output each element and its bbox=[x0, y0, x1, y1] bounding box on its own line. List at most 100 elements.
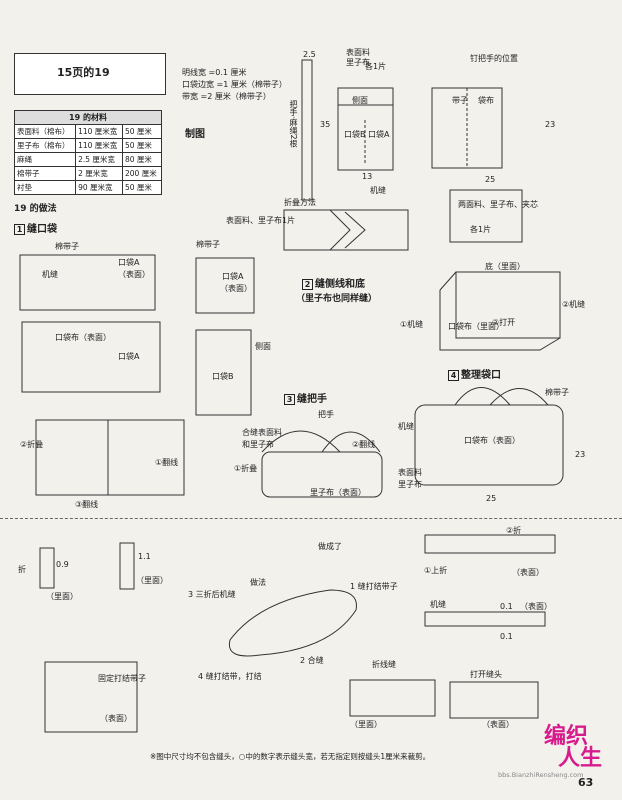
draft-label: 里子布 bbox=[346, 58, 370, 67]
b-label: 0.1 bbox=[500, 632, 513, 641]
material-name: 衬垫 bbox=[13, 180, 77, 195]
s1-label: 棉带子 bbox=[196, 240, 220, 249]
pocket-b-panel bbox=[195, 329, 252, 416]
method-title: 19 的做法 bbox=[14, 204, 57, 214]
b-label: （表面） bbox=[512, 568, 544, 577]
handle-strip-shape bbox=[301, 59, 313, 201]
step-label: 缝把手 bbox=[297, 394, 327, 405]
draft-label: 各1片 bbox=[365, 62, 387, 71]
s1-label: 口袋A bbox=[118, 352, 140, 361]
s4-label: 23 bbox=[575, 450, 586, 459]
materials-title: 19 的材料 bbox=[14, 110, 162, 125]
s3-label: 把手 bbox=[318, 410, 334, 419]
b-label: 固定打结带子 bbox=[98, 674, 146, 683]
s4-label: 表面料 bbox=[398, 468, 422, 477]
watermark-line: 编织 bbox=[543, 724, 588, 749]
b-label: 折线缝 bbox=[372, 660, 396, 669]
b-label: （里面） bbox=[136, 576, 168, 585]
s3-label: 里子布（表面） bbox=[310, 488, 366, 497]
dim-label: 2.5 bbox=[303, 50, 316, 59]
s3-label: 和里子布 bbox=[242, 440, 274, 449]
finished-bag-shape bbox=[414, 404, 564, 486]
strap-fold-shape bbox=[424, 534, 556, 554]
draft-label: 机缝 bbox=[370, 186, 386, 195]
pocket-a-panel bbox=[19, 254, 156, 311]
s1-label: 口袋B bbox=[212, 372, 234, 381]
s2-label: 底（里面） bbox=[485, 262, 525, 271]
b-label: 打开缝头 bbox=[470, 670, 502, 679]
step-number: 2 bbox=[302, 279, 313, 290]
material-length: 80 厘米 bbox=[122, 152, 162, 167]
s2-label: ②机缝 bbox=[562, 300, 586, 309]
b-label: （里面） bbox=[350, 720, 382, 729]
s1-label: 口袋A bbox=[118, 258, 140, 267]
b-label: 机缝 bbox=[430, 600, 446, 609]
tie-strip-shape bbox=[44, 661, 138, 733]
dim-label: 13 bbox=[362, 172, 373, 181]
b-label: ①上折 bbox=[424, 566, 448, 575]
material-width: 90 厘米宽 bbox=[75, 180, 123, 195]
dim-label: 25 bbox=[485, 175, 496, 184]
watermark-logo: 编织 人生 bbox=[544, 726, 602, 770]
footnote: ※图中尺寸均不包含缝头，○中的数字表示缝头宽，若无指定则按缝头1厘米来裁剪。 bbox=[150, 752, 431, 761]
cushion-shape bbox=[228, 589, 357, 657]
draft-label: 各1片 bbox=[470, 225, 492, 234]
s3-label: 合缝表面料 bbox=[242, 428, 282, 437]
title-box: 15页的19 bbox=[14, 53, 166, 95]
s1-label: ②折叠 bbox=[20, 440, 44, 449]
pocket-cloth-panel bbox=[21, 321, 161, 393]
watermark-line: 人生 bbox=[557, 746, 602, 771]
s1-label: ③翻线 bbox=[75, 500, 99, 509]
b-label: （里面） bbox=[46, 592, 78, 601]
b-label: ②折 bbox=[506, 526, 522, 535]
drafting-title: 制图 bbox=[185, 129, 205, 140]
s1-label: 侧面 bbox=[255, 342, 271, 351]
b-label: （表面） bbox=[520, 602, 552, 611]
b-label: 1.1 bbox=[138, 552, 151, 561]
draft-label: 口袋A bbox=[368, 130, 390, 139]
dim-label: 23 bbox=[545, 120, 556, 129]
pocket-finished-panel bbox=[35, 419, 185, 496]
draft-label: 表面料 bbox=[346, 48, 370, 57]
fold-method-shape bbox=[283, 209, 409, 251]
spec-line: 明线宽 =0.1 厘米 bbox=[182, 68, 247, 77]
section-divider bbox=[0, 518, 622, 519]
step-number: 4 bbox=[448, 370, 459, 381]
b-label: 0.9 bbox=[56, 560, 69, 569]
b-label: 4 缝打结带，打结 bbox=[198, 672, 262, 681]
b-label: 1 缝打结带子 bbox=[350, 582, 398, 591]
pocket-draft-shape bbox=[449, 189, 523, 243]
s1-label: ①翻线 bbox=[155, 458, 179, 467]
s1-label: 口袋A bbox=[222, 272, 244, 281]
pocket-a-small-panel bbox=[195, 257, 255, 314]
fold-strip-shape bbox=[39, 547, 55, 589]
page-title: 15页的19 bbox=[57, 66, 110, 79]
step-number: 1 bbox=[14, 224, 25, 235]
s1-label: 机缝 bbox=[42, 270, 58, 279]
s1-label: 口袋布（表面） bbox=[55, 333, 111, 342]
step-label: 缝侧线和底 bbox=[315, 279, 365, 290]
s2-label: 口袋布（里面） bbox=[448, 322, 504, 331]
b-label: 折 bbox=[18, 565, 26, 574]
step-label: 整理袋口 bbox=[461, 370, 501, 381]
body-draft-shape bbox=[337, 87, 394, 171]
draft-label: 袋布 bbox=[478, 96, 494, 105]
draft-label: 带子 bbox=[452, 96, 468, 105]
watermark-site: bbs.BianzhiRensheng.com bbox=[498, 771, 584, 779]
draft-label: 折叠方法 bbox=[284, 198, 316, 207]
b-label: 3 三折后机缝 bbox=[188, 590, 236, 599]
s4-label: 口袋布（表面） bbox=[464, 436, 520, 445]
dim-label: 35 bbox=[320, 120, 331, 129]
step-2-sub: （里子布也同样缝） bbox=[296, 294, 378, 304]
step-label: 缝口袋 bbox=[27, 224, 57, 235]
s4-label: 机缝 bbox=[398, 422, 414, 431]
b-label: 做法 bbox=[250, 578, 266, 587]
